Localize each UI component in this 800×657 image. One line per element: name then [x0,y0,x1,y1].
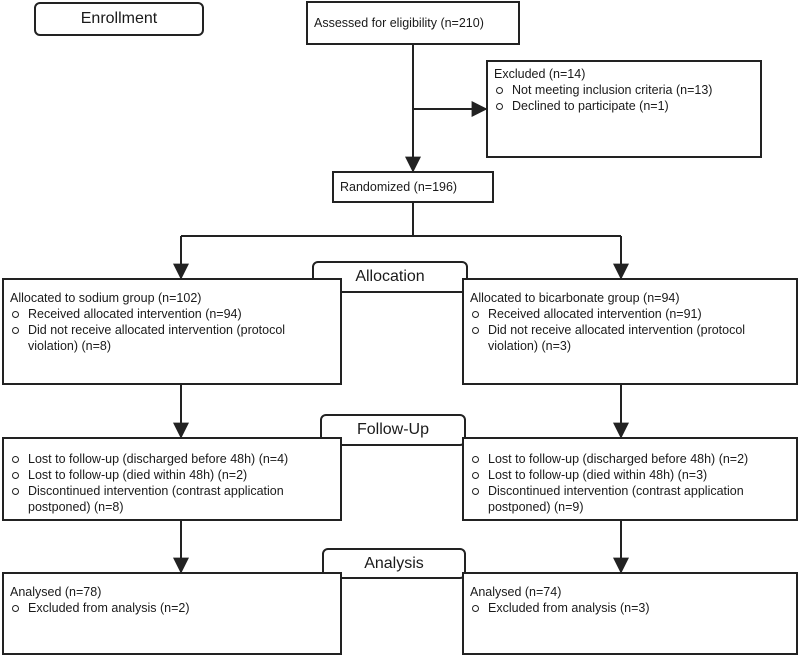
stage-allocation-label: Allocation [355,268,425,285]
sodium-allocation-list: Received allocated intervention (n=94) D… [10,306,334,354]
assessed-box: Assessed for eligibility (n=210) [306,1,520,45]
list-item: Discontinued intervention (contrast appl… [10,483,334,515]
list-item: Excluded from analysis (n=3) [470,600,790,616]
list-item: Excluded from analysis (n=2) [10,600,334,616]
randomized-text: Randomized (n=196) [340,180,458,194]
list-item: Declined to participate (n=1) [494,98,754,114]
sodium-followup-box: Lost to follow-up (discharged before 48h… [2,437,342,521]
sodium-analysis-box: Analysed (n=78) Excluded from analysis (… [2,572,342,655]
excluded-box: Excluded (n=14) Not meeting inclusion cr… [486,60,762,158]
list-item: Did not receive allocated intervention (… [470,322,790,354]
list-item: Lost to follow-up (discharged before 48h… [10,451,334,467]
list-item: Not meeting inclusion criteria (n=13) [494,82,754,98]
bicarbonate-analysis-list: Excluded from analysis (n=3) [470,600,790,616]
stage-allocation: Allocation [312,261,468,293]
bicarbonate-analysis-box: Analysed (n=74) Excluded from analysis (… [462,572,798,655]
stage-followup: Follow-Up [320,414,466,446]
sodium-allocation-box: Allocated to sodium group (n=102) Receiv… [2,278,342,385]
randomized-box: Randomized (n=196) [332,171,494,203]
stage-enrollment: Enrollment [34,2,204,36]
bicarbonate-followup-box: Lost to follow-up (discharged before 48h… [462,437,798,521]
stage-followup-label: Follow-Up [356,421,429,438]
bicarbonate-allocation-list: Received allocated intervention (n=91) D… [470,306,790,354]
list-item: Did not receive allocated intervention (… [10,322,334,354]
sodium-analysis-title: Analysed (n=78) [10,585,102,599]
excluded-list: Not meeting inclusion criteria (n=13) De… [494,82,754,114]
stage-analysis: Analysis [322,548,466,579]
list-item: Received allocated intervention (n=94) [10,306,334,322]
list-item: Discontinued intervention (contrast appl… [470,483,790,515]
bicarbonate-allocation-title: Allocated to bicarbonate group (n=94) [470,291,680,305]
bicarbonate-analysis-title: Analysed (n=74) [470,585,562,599]
list-item: Lost to follow-up (died within 48h) (n=3… [470,467,790,483]
bicarbonate-allocation-box: Allocated to bicarbonate group (n=94) Re… [462,278,798,385]
sodium-followup-list: Lost to follow-up (discharged before 48h… [10,451,334,515]
assessed-text: Assessed for eligibility (n=210) [314,16,484,30]
sodium-allocation-title: Allocated to sodium group (n=102) [10,291,202,305]
sodium-analysis-list: Excluded from analysis (n=2) [10,600,334,616]
bicarbonate-followup-list: Lost to follow-up (discharged before 48h… [470,451,790,515]
stage-analysis-label: Analysis [364,554,424,572]
list-item: Lost to follow-up (discharged before 48h… [470,451,790,467]
list-item: Received allocated intervention (n=91) [470,306,790,322]
list-item: Lost to follow-up (died within 48h) (n=2… [10,467,334,483]
excluded-title: Excluded (n=14) [494,67,586,81]
stage-enrollment-label: Enrollment [80,10,158,27]
